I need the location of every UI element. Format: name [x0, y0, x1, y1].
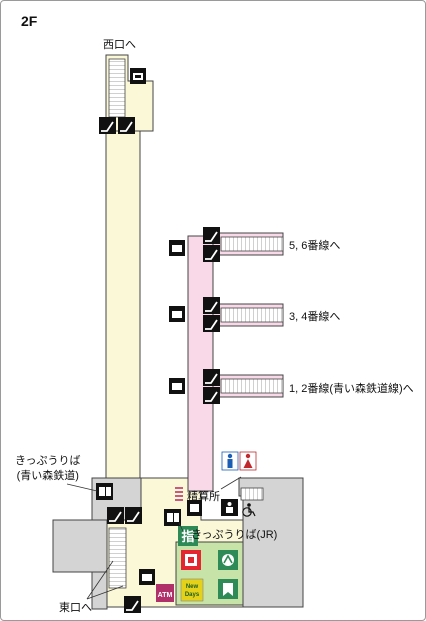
escalator-icon-platform-34-down: [203, 315, 220, 332]
toilet-female-icon: [239, 451, 257, 471]
label-ticket-aoimori-line1: きっぷうりば: [15, 455, 81, 467]
label-east-exit[interactable]: 東口へ: [59, 602, 92, 614]
newdays-label-line2: Days: [185, 592, 200, 598]
coin-locker-icon: [181, 550, 201, 570]
label-platform-56[interactable]: 5, 6番線へ: [289, 240, 341, 252]
escalator-icon-east-1: [107, 507, 124, 524]
stairs-east-gate: [240, 487, 264, 501]
stairs-platform-12: [220, 378, 284, 394]
stairs-east-exit: [108, 527, 127, 589]
escalator-icon-east-lower: [124, 596, 141, 613]
label-ticket-jr: きっぷうりば(JR): [191, 529, 278, 541]
atm-icon: [156, 584, 174, 602]
toilet-male-icon: [221, 451, 239, 471]
newdays-label-line1: New: [186, 584, 199, 590]
label-west-exit[interactable]: 西口へ: [103, 39, 136, 51]
ticket-machine-icon-aoimori: [96, 483, 113, 500]
newdays-icon: [180, 578, 204, 602]
gray-area-west-wing: [52, 519, 108, 573]
escalator-icon-platform-12-down: [203, 387, 220, 404]
mobile-icon: [218, 550, 238, 570]
escalator-icon-platform-34-up: [203, 297, 220, 314]
escalator-icon-east-2: [125, 507, 142, 524]
escalator-icon-platform-56-up: [203, 227, 220, 244]
escalator-icon-west-2: [118, 117, 135, 134]
elevator-icon-platform-56: [169, 240, 185, 256]
label-fare-adjustment: 精算所: [187, 491, 220, 503]
leader-lines: [66, 476, 242, 600]
label-platform-12[interactable]: 1, 2番線(青い森鉄道線)へ: [289, 383, 414, 395]
stairs-platform-56: [220, 236, 284, 252]
gate-corridor: [187, 235, 214, 492]
label-ticket-aoimori: きっぷうりば (青い森鉄道): [15, 454, 81, 484]
tactile-badge-label: 指: [181, 529, 194, 545]
elevator-icon-platform-34: [169, 306, 185, 322]
elevator-icon-west: [130, 68, 146, 84]
ticket-machine-icon-jr: [164, 509, 181, 526]
fare-adjustment-counter: [175, 487, 183, 501]
elevator-icon-platform-12: [169, 378, 185, 394]
label-platform-34[interactable]: 3, 4番線へ: [289, 311, 341, 323]
stairs-west-exit: [108, 58, 126, 118]
escalator-icon-west-1: [99, 117, 116, 134]
nursing-room-icon: [221, 499, 238, 516]
elevator-icon-east: [139, 569, 155, 585]
stairs-platform-34: [220, 307, 284, 323]
wheelchair-icon: [242, 503, 256, 517]
escalator-icon-platform-12-up: [203, 369, 220, 386]
label-ticket-aoimori-line2: (青い森鉄道): [16, 470, 79, 482]
atm-icon-label: ATM: [158, 592, 173, 599]
escalator-icon-platform-56-down: [203, 245, 220, 262]
floor-label: 2F: [21, 13, 38, 29]
shop-bookmark-icon: [218, 579, 238, 599]
ticket-machine-icon-aoimori-2: [187, 500, 202, 516]
